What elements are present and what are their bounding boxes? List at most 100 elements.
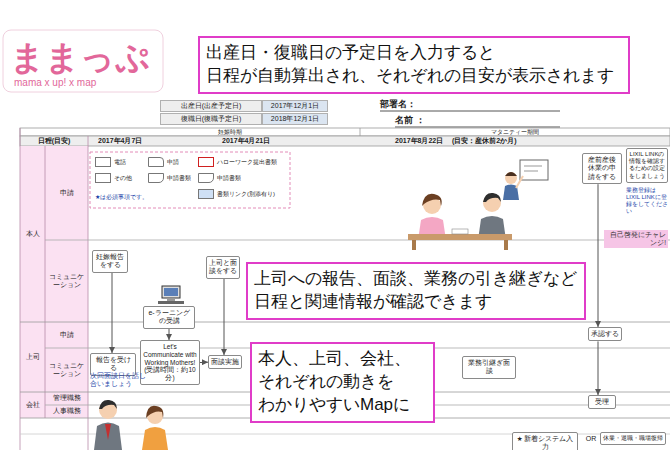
node-text: 上司と面談をする bbox=[209, 259, 237, 276]
table-cell: 出産日(出産予定日) bbox=[160, 100, 262, 112]
legend-text: 電話 bbox=[114, 157, 126, 167]
callout-box: 本人、上司、会社、 それぞれの動きを わかりやすいMapに bbox=[250, 342, 435, 423]
date-label: 2017年4月21日 bbox=[222, 137, 292, 146]
process-box: Let's Communicate with Working Mothers!(… bbox=[140, 340, 200, 385]
man-hair bbox=[99, 400, 117, 409]
process-box: 業務引継ぎ面談 bbox=[462, 356, 516, 379]
node-text: 休業・退職・職場復帰 bbox=[603, 435, 663, 442]
process-box: 産前産後休業の申請をする bbox=[582, 153, 622, 184]
flow-arrow bbox=[598, 184, 599, 327]
field-underline bbox=[380, 111, 560, 112]
logo-text: ままっぷ bbox=[10, 38, 160, 76]
date-row bbox=[20, 136, 670, 146]
field-label: 部署名： bbox=[380, 98, 470, 110]
row-header-band bbox=[20, 146, 88, 418]
computer-screen bbox=[164, 288, 178, 296]
flow-arrow bbox=[598, 341, 599, 395]
row-header: コミュニケーション bbox=[45, 348, 88, 392]
woman-hair bbox=[422, 194, 442, 206]
process-box: LIXIL LINKの情報を確認するための設定をしましょう bbox=[626, 148, 668, 183]
node-text: 出産日・復職日の予定日を入力すると 日程が自動算出され、それぞれの目安が表示され… bbox=[206, 42, 622, 88]
node-text: 業務引継ぎ面談 bbox=[465, 359, 513, 376]
woman-hair bbox=[146, 406, 163, 418]
legend-swatch bbox=[198, 189, 214, 199]
note-text: 業務登録はLIXIL LINKに登録をしてください bbox=[626, 186, 668, 216]
grid-line bbox=[20, 322, 670, 323]
flow-arrow bbox=[112, 273, 113, 353]
legend-text: 申請書類 bbox=[217, 173, 241, 183]
grid-line bbox=[88, 136, 89, 450]
process-box: ★ 新着システム入力 bbox=[512, 432, 578, 450]
legend-swatch bbox=[95, 157, 111, 167]
legend-frame bbox=[90, 152, 290, 208]
process-box: e-ラーニングの受講 bbox=[143, 306, 195, 329]
legend-swatch bbox=[198, 157, 214, 167]
legend-swatch bbox=[95, 173, 111, 183]
callout-box: 出産日・復職日の予定日を入力すると 日程が自動算出され、それぞれの目安が表示され… bbox=[198, 36, 630, 94]
callout-box: 上司への報告、面談、業務の引き継ぎなど 日程と関連情報が確認できます bbox=[246, 262, 586, 320]
whiteboard bbox=[520, 160, 548, 180]
row-header: 会社 bbox=[20, 392, 45, 418]
node-text: ★ 新着システム入力 bbox=[515, 435, 575, 450]
whiteboard-line bbox=[524, 171, 538, 172]
node-text: 自己啓発にチャレンジ! bbox=[606, 231, 666, 247]
legend-text: その他 bbox=[114, 173, 132, 183]
section-header: マタニティー期間 bbox=[360, 129, 670, 136]
process-box: 受理 bbox=[588, 395, 616, 409]
node-text: 面談実施 bbox=[211, 358, 239, 366]
grid-line bbox=[20, 128, 21, 450]
computer-icon bbox=[162, 286, 180, 298]
node-text: 受理 bbox=[591, 398, 613, 406]
row-header: 申請 bbox=[45, 322, 88, 348]
row-header: コミュニケーション bbox=[45, 240, 88, 322]
papers bbox=[452, 229, 468, 234]
date-label: 2017年8月22日 bbox=[395, 137, 451, 146]
or-text: OR bbox=[583, 434, 599, 444]
node-text: Let's Communicate with Working Mothers! bbox=[143, 343, 197, 366]
woman-body bbox=[142, 427, 168, 450]
process-box: 妊娠報告をする bbox=[92, 250, 128, 273]
man-hair bbox=[483, 193, 501, 202]
note-text: 次回面談日を話し合いましょう bbox=[90, 371, 150, 389]
desk-leg bbox=[504, 240, 508, 250]
row-header: 本人 bbox=[20, 146, 45, 322]
whiteboard-line bbox=[524, 166, 542, 167]
logo-subtitle: mama x up! x map bbox=[14, 77, 154, 89]
section-header: 妊娠時期 bbox=[100, 129, 360, 136]
row-header: 人事職務 bbox=[45, 405, 88, 418]
legend-swatch bbox=[148, 157, 164, 167]
node-text: 報告を受ける bbox=[93, 356, 133, 373]
node-text: 上司への報告、面談、業務の引き継ぎなど 日程と関連情報が確認できます bbox=[254, 268, 578, 314]
node-text: 承認する bbox=[591, 330, 619, 338]
table-cell: 復職日(復職予定日) bbox=[160, 113, 262, 125]
table-cell: 2017年12月1日 bbox=[262, 100, 328, 112]
node-text: 産前産後休業の申請をする bbox=[585, 156, 619, 181]
person-arm bbox=[516, 176, 523, 188]
process-box: 承認する bbox=[588, 327, 622, 341]
banner-bar: 自己啓発にチャレンジ! bbox=[604, 230, 668, 248]
computer-keyboard bbox=[158, 301, 184, 304]
date-label: (目安：産休前2か月) bbox=[452, 137, 552, 146]
flow-arrow bbox=[224, 279, 225, 355]
node-text: 本人、上司、会社、 それぞれの動きを わかりやすいMapに bbox=[258, 348, 427, 417]
node-text: LIXIL LINKの情報を確認するための設定をしましょう bbox=[629, 151, 665, 180]
legend-text: ハローワーク提出書類 bbox=[217, 157, 277, 167]
man-tie bbox=[105, 424, 111, 440]
computer-stand bbox=[167, 298, 175, 301]
field-label: 名前 ： bbox=[395, 114, 485, 126]
node-text: e-ラーニングの受講 bbox=[146, 309, 192, 326]
logo-card bbox=[3, 30, 163, 92]
note-text: ★は必須事項です。 bbox=[95, 193, 205, 203]
desk bbox=[408, 234, 512, 240]
table-cell: 日程(目安) bbox=[20, 137, 88, 146]
man-body bbox=[94, 423, 122, 450]
grid-line bbox=[45, 240, 670, 241]
grid-line bbox=[45, 146, 46, 418]
process-box: 上司と面談をする bbox=[206, 256, 240, 279]
date-label: 2017年4月7日 bbox=[98, 137, 168, 146]
desk-leg bbox=[412, 240, 416, 250]
row-header: 管理職務 bbox=[45, 392, 88, 405]
node-text: (受講時間：約10分) bbox=[143, 366, 197, 382]
process-box: 休業・退職・職場復帰 bbox=[600, 432, 666, 445]
